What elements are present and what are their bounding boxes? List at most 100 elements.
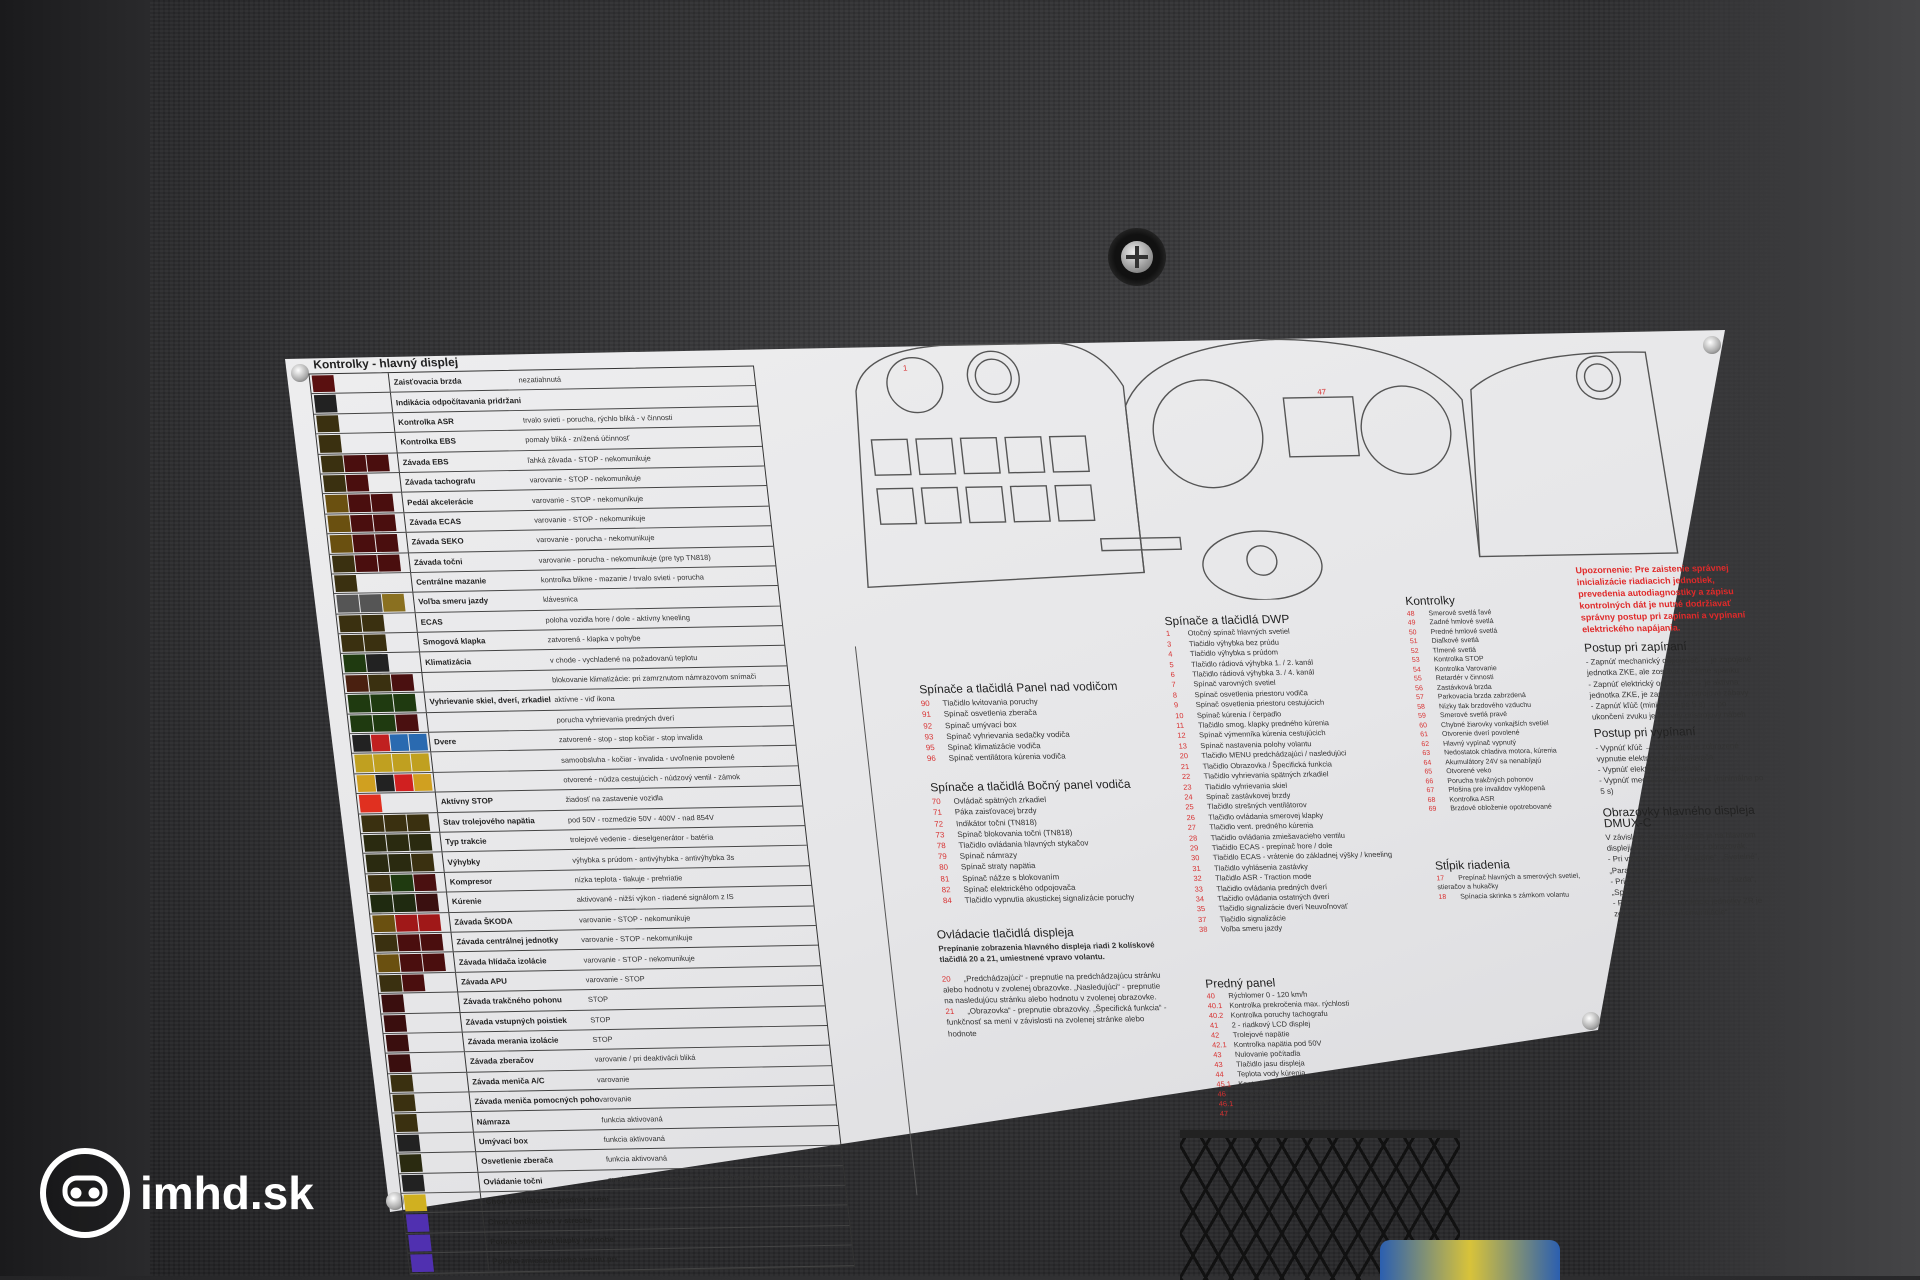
item-text: Spínač blokovania točni (TN818) [956,827,1073,839]
item-number: 34 [1195,894,1205,904]
indicator-lamp-icon [394,774,414,792]
indicator-icons [390,1092,472,1113]
item-text: Tlačidlo vypnutia akustickej signalizáci… [964,892,1135,905]
indicator-icons [385,1052,468,1073]
item-number: 53 [1411,656,1421,664]
indicator-description: varovanie - STOP - nekomunikuje [529,473,642,485]
indicator-lamp-icon [385,1034,410,1052]
indicator-description: porucha vyhrievania predných dverí [556,713,675,725]
item-number: 27 [1187,823,1197,832]
item-number: 57 [1415,694,1425,702]
indicator-lamp-icon [374,934,399,953]
indicator-lamp-icon [338,614,363,633]
item-text: Nulovanie počítadla [1234,1048,1301,1059]
item-text: Trolejové napätie [1232,1029,1290,1040]
indicator-icons [340,652,423,674]
item-text: Spínač nastavenia polohy volantu [1199,739,1312,751]
indicator-lamp-icon [347,494,372,512]
indicator-lamp-icon [363,634,388,652]
indicator-label: Poloha smerovej klapky voľnobehu [489,1235,616,1247]
item-text: Plošina pre invalidov vyklopená [1448,785,1546,794]
bus-icon [40,1148,130,1238]
item-number: 65 [1424,768,1433,776]
indicator-lamp-icon [377,554,402,572]
indicator-icons [403,1212,486,1233]
indicator-lamp-icon [383,1014,408,1032]
item-number: 92 [922,721,933,731]
indicator-label: Závada APU [460,976,508,987]
indicator-lamp-icon [410,1254,434,1272]
item-number: 42 [1210,1030,1220,1040]
item-text: Kontrolka Varovanie [1434,664,1498,673]
item-number: 31 [1191,863,1202,873]
item-number: 56 [1414,684,1424,692]
indicator-icons [372,932,454,954]
indicator-icons [329,552,412,574]
section-title: Spínače a tlačidlá Bočný panel vodiča [929,776,1132,795]
item-text: Ovládač spätných zrkadiel [953,795,1047,806]
indicator-lamp-icon [391,754,412,772]
item-text: Spínač varovných svetiel [1192,678,1277,689]
indicator-label: Indikácia odpočítavania pridržania el. o… [395,395,522,407]
item-number: 45.1 [1216,1079,1232,1089]
item-text: Retardér v činnosti [1435,674,1495,683]
indicator-icons [405,1232,488,1253]
dashboard-switch [876,487,918,525]
item-text: Predné hmlové svetlá [1430,627,1498,636]
item-number: 61 [1419,731,1429,739]
indicator-label: Stav trolejového napätia [442,816,536,827]
indicator-description: nezatiahnutá [517,375,562,385]
indicator-label: Závada merania izolácie [467,1035,559,1047]
indicator-lamp-icon [392,1094,417,1112]
indicator-description: otvorené - núdza cestujúcich - núdzový v… [562,772,741,785]
indicator-icons [399,1172,481,1193]
indicator-label: Závada ECAS [408,517,462,527]
indicator-lamp-icon [327,514,352,533]
indicator-lamp-icon [352,534,377,552]
indicator-label [435,780,564,782]
item-number: 49 [1407,619,1416,627]
instruction-line: V závislosti na stave vozidla je na hlav… [1604,830,1757,853]
indicator-lamp-icon [405,1214,430,1232]
indicator-label: Vyhrievanie skiel, dverí, zrkadiel [429,695,552,707]
item-number: 93 [924,732,934,742]
item-text: Porucha trakčných pohonov [1446,776,1534,785]
item-number: 82 [941,885,952,895]
item-number: 95 [925,743,936,753]
item-text: Tlačidlo rádiová výhybka 1. / 2. kanál [1190,657,1314,669]
item-text: Indikátor točni (TN818) [955,817,1038,828]
item-number: 38 [1198,925,1208,934]
indicator-icons [334,592,416,614]
indicator-description: STOP [587,994,609,1005]
indicator-lamp-icon [322,474,347,493]
indicator-lamp-icon [375,774,396,792]
indicator-lamp-icon [354,554,379,572]
dashboard-switch [1004,436,1046,474]
item-number: 62 [1421,740,1430,748]
item-number: 40 [1206,991,1216,1001]
indicator-icons [379,992,461,1013]
indicator-icons [320,472,403,494]
section-title: Obrazovky hlavného displeja DMUX-C [1601,802,1756,831]
indicator-icons [358,812,441,834]
item-number: 54 [1412,666,1422,674]
indicator-description: varovanie - STOP - nekomunikuje [531,493,644,505]
item-number: 33 [1194,884,1204,894]
item-number: 90 [920,699,931,709]
indicator-icons [352,752,434,774]
wall-shadow-left [0,0,150,1276]
indicator-label: Chod ventilátora v prednej skrini [485,1195,610,1207]
item-text: Smerové svetlá ľavé [1428,608,1492,617]
indicator-lamp-icon [313,395,338,413]
item-text: Smerové svetlá pravé [1439,711,1508,720]
item-text: Kontrolka STOP [1433,655,1485,664]
indicator-icons [374,952,456,974]
indicator-label: Závada SEKO [411,537,465,547]
indicator-label: Zaisťovacia brzda [393,376,462,387]
item-text: Otočný spínač hlavných svetiel [1187,627,1291,638]
indicator-label: Závada tachografu [404,476,476,487]
indicator-lamp-icon [343,654,367,673]
indicator-icons [354,772,436,794]
bolt-icon [1582,1012,1600,1030]
wall-screw [1108,228,1166,286]
